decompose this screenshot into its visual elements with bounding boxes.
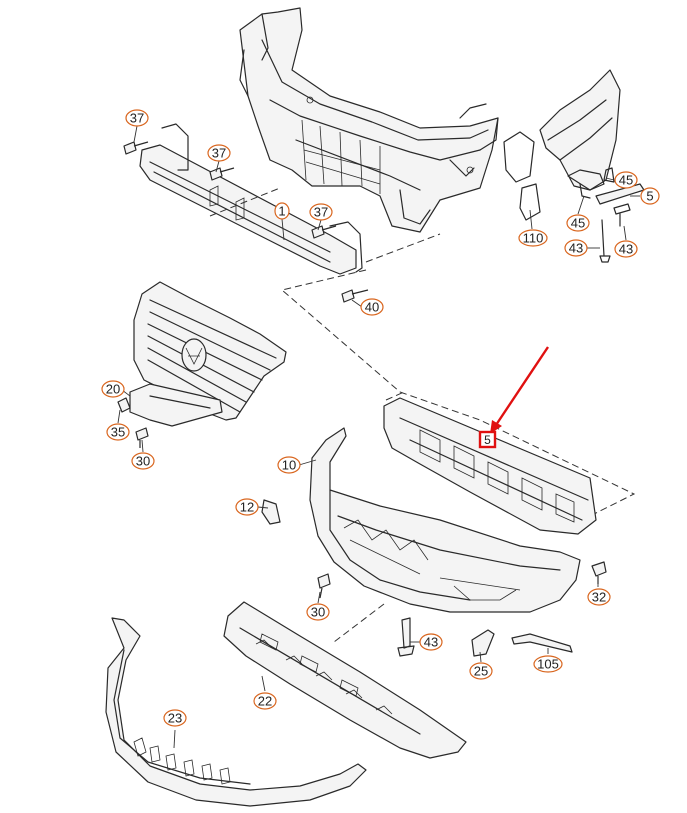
svg-text:40: 40	[365, 300, 379, 315]
svg-text:110: 110	[523, 231, 544, 246]
lock-carrier	[239, 7, 499, 233]
callout-40: 40	[360, 298, 384, 316]
grille-clips	[117, 397, 149, 448]
callout-37-mid: 37	[207, 144, 231, 162]
callout-22: 22	[253, 692, 277, 710]
assembly-lines	[209, 187, 636, 643]
callout-5-top: 5	[640, 187, 660, 205]
callout-30-lower: 30	[306, 603, 330, 621]
callout-45-top: 45	[614, 171, 638, 189]
callout-32: 32	[587, 588, 611, 606]
svg-text:43: 43	[569, 241, 583, 256]
callout-35: 35	[106, 423, 130, 441]
fender-bracket	[503, 69, 645, 263]
callout-43-lower: 43	[419, 633, 443, 651]
callout-110: 110	[518, 229, 548, 247]
callout-12: 12	[235, 498, 259, 516]
svg-text:1: 1	[278, 204, 285, 219]
svg-text:20: 20	[106, 382, 120, 397]
svg-text:105: 105	[537, 657, 559, 672]
svg-text:5: 5	[484, 433, 491, 447]
bumper-cover	[309, 427, 581, 613]
svg-text:22: 22	[258, 694, 272, 709]
svg-text:45: 45	[571, 216, 585, 231]
callout-43-right: 43	[614, 240, 638, 258]
radiator-grille	[129, 281, 287, 427]
callout-1: 1	[274, 202, 290, 220]
svg-text:37: 37	[314, 205, 328, 220]
impact-bar	[139, 123, 363, 275]
callout-10: 10	[277, 456, 301, 474]
callout-leaders	[117, 125, 640, 749]
lower-spoiler	[105, 617, 367, 807]
svg-text:45: 45	[619, 173, 633, 188]
svg-text:37: 37	[130, 111, 144, 126]
small-parts	[261, 499, 607, 657]
svg-text:43: 43	[424, 635, 438, 650]
callout-45-bottom: 45	[566, 214, 590, 232]
callout-25: 25	[469, 662, 493, 680]
svg-text:35: 35	[111, 425, 125, 440]
callout-105: 105	[533, 655, 563, 673]
svg-text:37: 37	[212, 146, 226, 161]
svg-text:43: 43	[619, 242, 633, 257]
svg-text:30: 30	[136, 454, 150, 469]
svg-text:10: 10	[282, 458, 296, 473]
energy-absorber	[383, 397, 597, 535]
callout-43-left: 43	[564, 239, 588, 257]
callout-23: 23	[163, 709, 187, 727]
callout-37-right: 37	[309, 203, 333, 221]
highlighted-part-label: 5	[478, 430, 497, 449]
svg-text:25: 25	[474, 664, 488, 679]
svg-text:32: 32	[592, 590, 606, 605]
svg-text:12: 12	[240, 500, 254, 515]
lower-grille	[223, 601, 467, 759]
callout-30-upper: 30	[131, 452, 155, 470]
callout-37-top-left: 37	[125, 109, 149, 127]
highlight-arrow	[490, 346, 549, 434]
svg-text:5: 5	[646, 189, 653, 204]
svg-text:23: 23	[168, 711, 182, 726]
callout-20: 20	[101, 380, 125, 398]
svg-text:30: 30	[311, 605, 325, 620]
